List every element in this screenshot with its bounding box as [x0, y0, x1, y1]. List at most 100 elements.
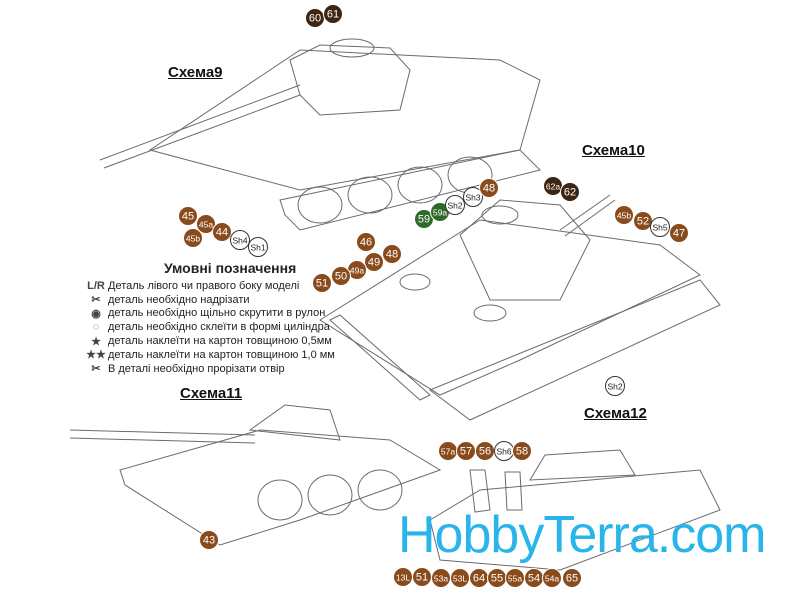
callout-label: 48 [386, 249, 398, 261]
callout-label: 49a [350, 266, 364, 276]
callout-label: 45b [186, 234, 200, 244]
callout-label: Sh3 [465, 193, 480, 203]
tank-schema12 [429, 449, 721, 571]
callout-54a: 54a [542, 568, 562, 588]
callout-Sh4: Sh4 [230, 230, 250, 250]
callout-49: 49 [364, 252, 384, 272]
callout-52: 52 [633, 211, 653, 231]
callout-43: 43 [199, 530, 219, 550]
star-icon: ★ [91, 335, 101, 348]
callout-circle [614, 205, 634, 225]
callout-label: 47 [673, 228, 685, 240]
callout-label: 58 [516, 446, 528, 458]
callout-circle [463, 187, 483, 207]
callout-circle [562, 568, 582, 588]
callout-Sh2: Sh2 [605, 376, 625, 396]
callout-65: 65 [562, 568, 582, 588]
tank-schema11 [69, 404, 442, 546]
legend-item: ★★деталь наклеїти на картон товщиною 1,0… [84, 348, 335, 362]
callout-Sh6: Sh6 [494, 441, 514, 461]
callout-label: 43 [203, 535, 215, 547]
callout-61: 61 [323, 4, 343, 24]
callout-label: 55a [508, 574, 522, 584]
legend-item: ✂ В деталі необхідно прорізати отвір [84, 362, 335, 376]
callout-57: 57 [456, 441, 476, 461]
legend-item: ◌деталь необхідно склеїти в формі цилінд… [84, 320, 335, 334]
schema9-title: Схема9 [168, 64, 223, 81]
callout-58: 58 [512, 441, 532, 461]
callout-label: 45a [199, 220, 213, 230]
legend-item: ★ деталь наклеїти на картон товщиною 0,5м… [84, 334, 335, 348]
callout-Sh2: Sh2 [445, 195, 465, 215]
legend-text: деталь необхідно склеїти в формі циліндр… [108, 321, 330, 334]
callout-circle [178, 206, 198, 226]
callout-circle [248, 237, 268, 257]
legend-text: деталь наклеїти на картон товщиною 0,5мм [108, 335, 332, 348]
callout-label: 59 [418, 214, 430, 226]
callout-circle [382, 244, 402, 264]
legend-title: Умовні позначення [164, 260, 297, 276]
schema10-title: Схема10 [582, 142, 645, 159]
legend-text: деталь необхідно щільно скрутити в рулон [108, 307, 326, 320]
callout-circle [512, 441, 532, 461]
legend-text: Деталь лівого чи правого боку моделі [108, 279, 300, 292]
callout-53a: 53a [431, 568, 451, 588]
callout-circle [605, 376, 625, 396]
callout-circle [230, 230, 250, 250]
callout-label: 49 [368, 257, 380, 269]
callout-label: 13L [396, 573, 410, 583]
callout-label: 46 [360, 237, 372, 249]
callout-55: 55 [487, 568, 507, 588]
callout-label: 54 [528, 573, 540, 585]
callout-label: 57a [441, 447, 455, 457]
callout-label: Sh2 [447, 201, 462, 211]
callout-label: Sh2 [607, 382, 622, 392]
callout-48: 48 [382, 244, 402, 264]
callout-56: 56 [475, 441, 495, 461]
callout-circle [323, 4, 343, 24]
callout-label: 50 [335, 271, 347, 283]
callout-label: 45 [182, 211, 194, 223]
legend-text: В деталі необхідно прорізати отвір [108, 362, 285, 375]
callout-59: 59 [414, 209, 434, 229]
callout-circle [199, 530, 219, 550]
tank-schema9 [99, 38, 541, 231]
callout-50: 50 [331, 266, 351, 286]
tank-schema10 [319, 194, 721, 421]
callout-label: Sh4 [232, 236, 247, 246]
callout-label: 51 [316, 278, 328, 290]
watermark: HobbyTerra.com [398, 506, 766, 564]
callout-label: 62a [546, 182, 560, 192]
callout-62: 62 [560, 182, 580, 202]
callout-45b: 45b [183, 228, 203, 248]
callout-circle [650, 217, 670, 237]
callout-13L: 13L [393, 567, 413, 587]
callout-label: Sh1 [250, 243, 265, 253]
callout-circle [445, 195, 465, 215]
callout-label: 55 [491, 573, 503, 585]
legend-item: ◉ деталь необхідно щільно скрутити в руло… [84, 307, 335, 321]
callout-circle [542, 568, 562, 588]
callout-53L: 53L [450, 568, 470, 588]
callout-45a: 45a [196, 214, 216, 234]
callout-circle [560, 182, 580, 202]
callout-circle [479, 178, 499, 198]
schema11-title: Схема11 [180, 385, 243, 402]
callout-label: Sh6 [496, 447, 511, 457]
callout-circle [196, 214, 216, 234]
callout-label: 52 [637, 216, 649, 228]
callout-51: 51 [312, 273, 332, 293]
callout-label: 51 [416, 572, 428, 584]
callout-46: 46 [356, 232, 376, 252]
double-star-icon: ★★ [86, 349, 106, 362]
roll-icon: ◉ [91, 307, 101, 320]
callout-45: 45 [178, 206, 198, 226]
scissors-hole-icon: ✂ [91, 363, 101, 376]
callout-label: 44 [216, 227, 228, 239]
callout-circle [312, 273, 332, 293]
callout-circle [669, 223, 689, 243]
